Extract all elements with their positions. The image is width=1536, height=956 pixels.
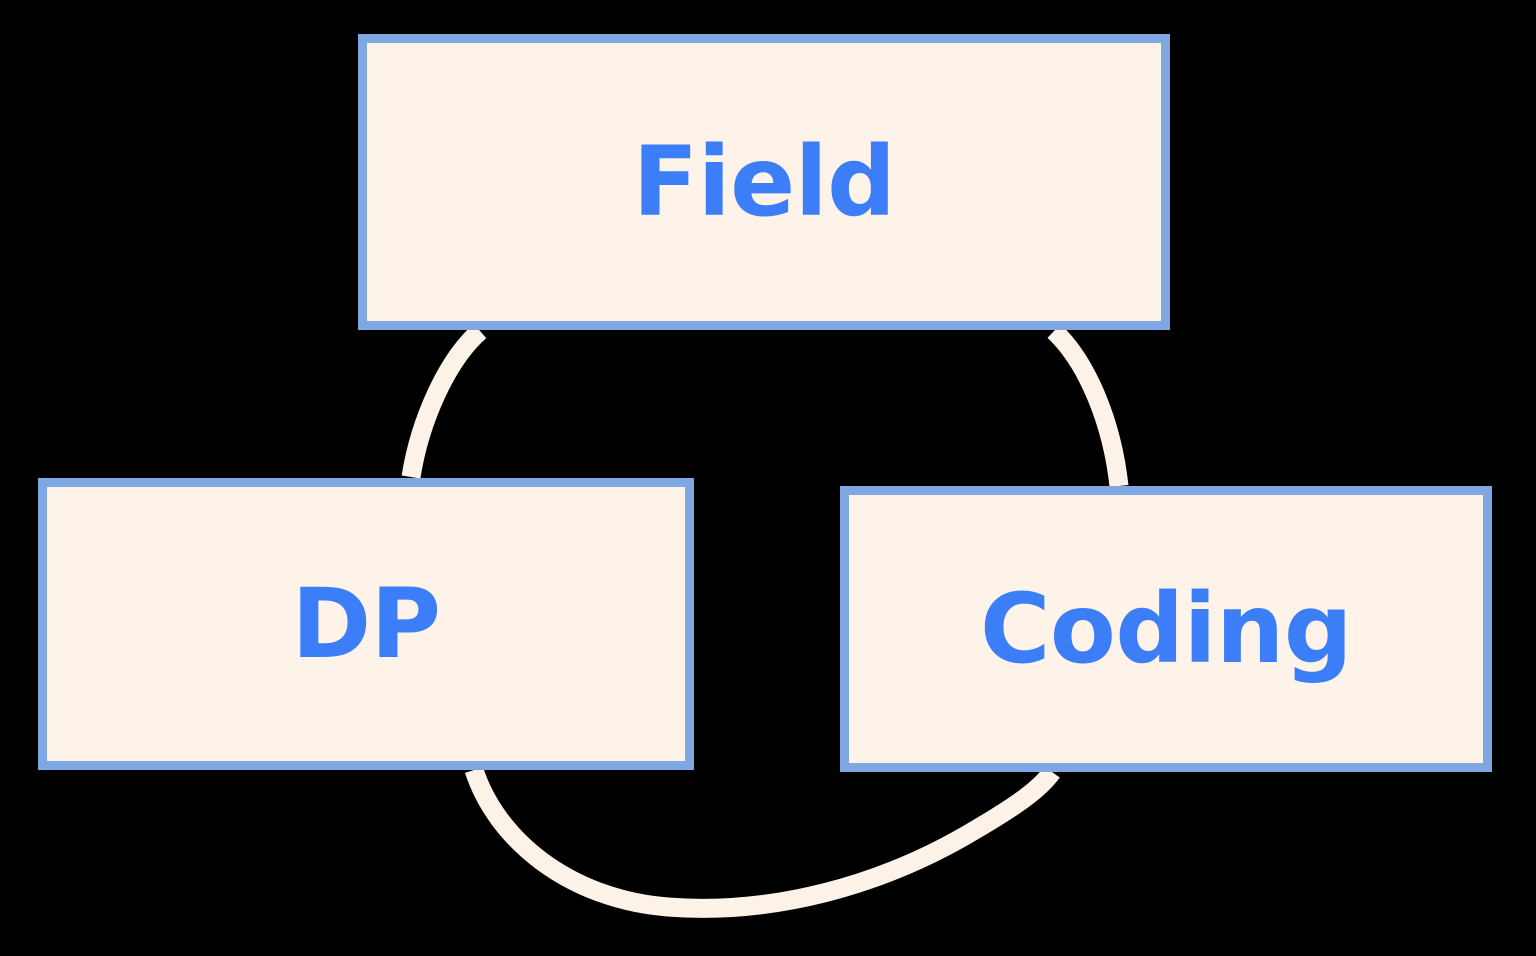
node-dp[interactable]: DP [38,478,694,770]
node-dp-label: DP [291,568,441,680]
node-field[interactable]: Field [358,34,1170,330]
edge-field-coding [1047,324,1129,488]
edge-field-dp [401,323,487,479]
node-field-label: Field [632,126,896,238]
node-coding[interactable]: Coding [840,486,1492,772]
node-coding-label: Coding [979,573,1353,685]
edge-dp-coding [464,766,1060,918]
